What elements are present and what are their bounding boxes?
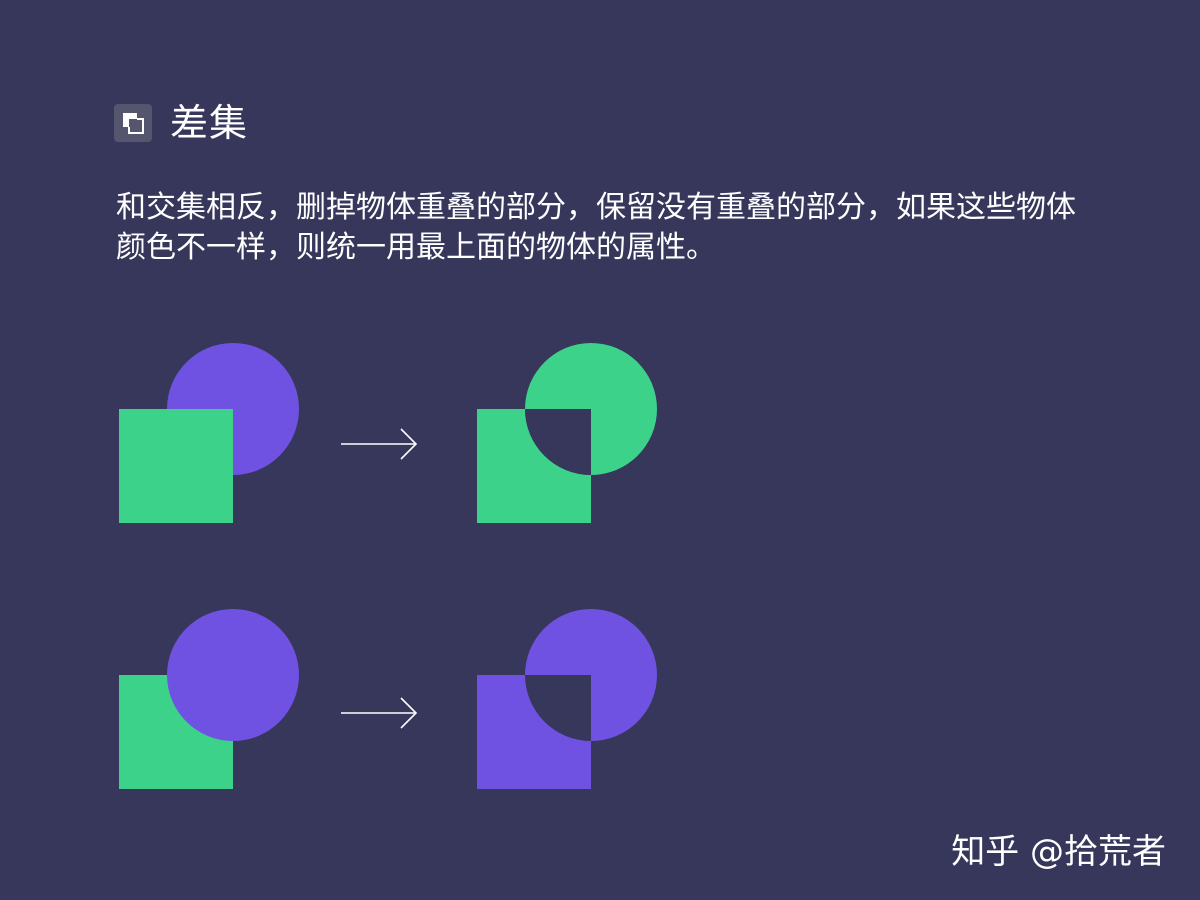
example-2-before: [119, 609, 299, 789]
example-1-cutout: [525, 409, 591, 475]
section-header: 差集: [114, 98, 248, 148]
example-1-result: [477, 343, 657, 523]
example-2-circle: [167, 609, 299, 741]
watermark: 知乎 @拾荒者: [951, 832, 1166, 872]
example-1-square: [119, 409, 233, 523]
example-2-after: [477, 609, 657, 789]
page-title: 差集: [170, 101, 249, 145]
arrow-icon: [341, 428, 418, 460]
example-1-after: [477, 343, 657, 523]
arrow-icon: [341, 697, 418, 729]
subtract-boolean-icon: [114, 104, 152, 142]
example-2-cutout: [525, 675, 591, 741]
example-1-before: [119, 343, 299, 523]
description-text: 和交集相反，删掉物体重叠的部分，保留没有重叠的部分，如果这些物体颜色不一样，则统…: [116, 190, 1076, 265]
